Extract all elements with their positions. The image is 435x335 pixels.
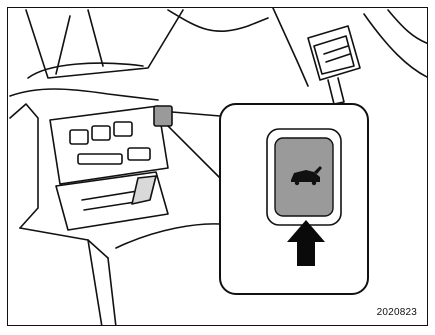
switch-strip — [78, 154, 122, 164]
leader-line-bottom — [168, 126, 220, 178]
callout-box — [220, 104, 368, 294]
trunk-switch-small — [154, 106, 172, 126]
left-panel-outline — [10, 89, 158, 100]
right-edge — [388, 10, 428, 44]
right-console-slot — [324, 46, 350, 62]
switch-1 — [70, 130, 88, 144]
switch-4 — [128, 148, 150, 160]
dash-top-right — [273, 8, 308, 86]
right-lever — [328, 78, 344, 104]
knee-panel — [132, 176, 156, 204]
leader-line-top — [172, 112, 220, 116]
right-curve — [364, 14, 428, 78]
figure-code: 2020823 — [377, 307, 417, 318]
left-panel-edge — [10, 104, 38, 228]
switch-3 — [114, 122, 132, 136]
switch-2 — [92, 126, 110, 140]
left-panel-lower — [20, 228, 108, 258]
figure-frame: 2020823 — [7, 7, 428, 326]
lower-dash-line — [116, 224, 220, 248]
dash-top-edge — [168, 10, 268, 31]
dashboard-illustration — [8, 8, 428, 326]
